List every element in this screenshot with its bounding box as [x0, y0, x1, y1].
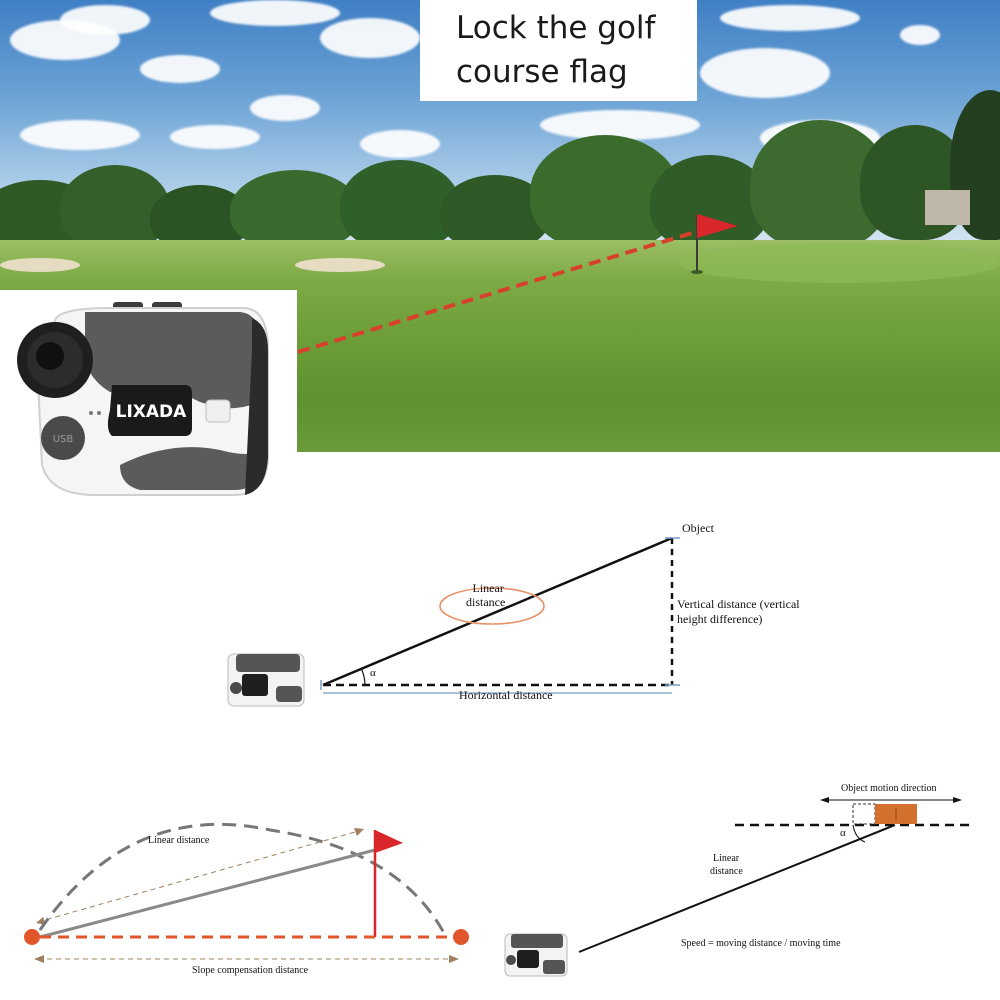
speed-diagram — [504, 797, 973, 977]
brand-logo: LIXADA — [116, 402, 188, 422]
usb-label: USB — [53, 434, 74, 445]
motion-direction-label: Object motion direction — [841, 783, 937, 794]
angle-label: α — [370, 667, 376, 679]
linear-distance-label: Linear distance — [466, 581, 506, 609]
height-distance-diagram — [227, 536, 680, 707]
rangefinder-product-image: USB LIXADA — [0, 290, 297, 510]
rangefinder-icon-small — [504, 933, 568, 977]
caption-box: Lock the golf course flag — [420, 0, 697, 101]
slope-linear-distance-label: Linear distance — [148, 835, 210, 846]
speed-angle-label: α — [840, 827, 846, 839]
flag-icon — [375, 830, 403, 853]
caption-line1: Lock the golf — [456, 10, 656, 46]
slope-compensation-label: Slope compensation distance — [192, 965, 309, 976]
horizontal-distance-label: Horizontal distance — [459, 688, 553, 702]
slope-compensation-diagram — [24, 822, 469, 963]
object-label: Object — [682, 521, 714, 535]
laser-beam — [297, 214, 738, 354]
caption-line2: course flag — [456, 54, 628, 90]
flag-icon — [697, 214, 738, 238]
speed-linear-distance-label: Linear distance — [710, 853, 743, 877]
vertical-distance-label: Vertical distance (vertical height diffe… — [677, 597, 800, 626]
rangefinder-icon-small — [227, 653, 305, 707]
speed-formula-label: Speed = moving distance / moving time — [681, 938, 841, 949]
